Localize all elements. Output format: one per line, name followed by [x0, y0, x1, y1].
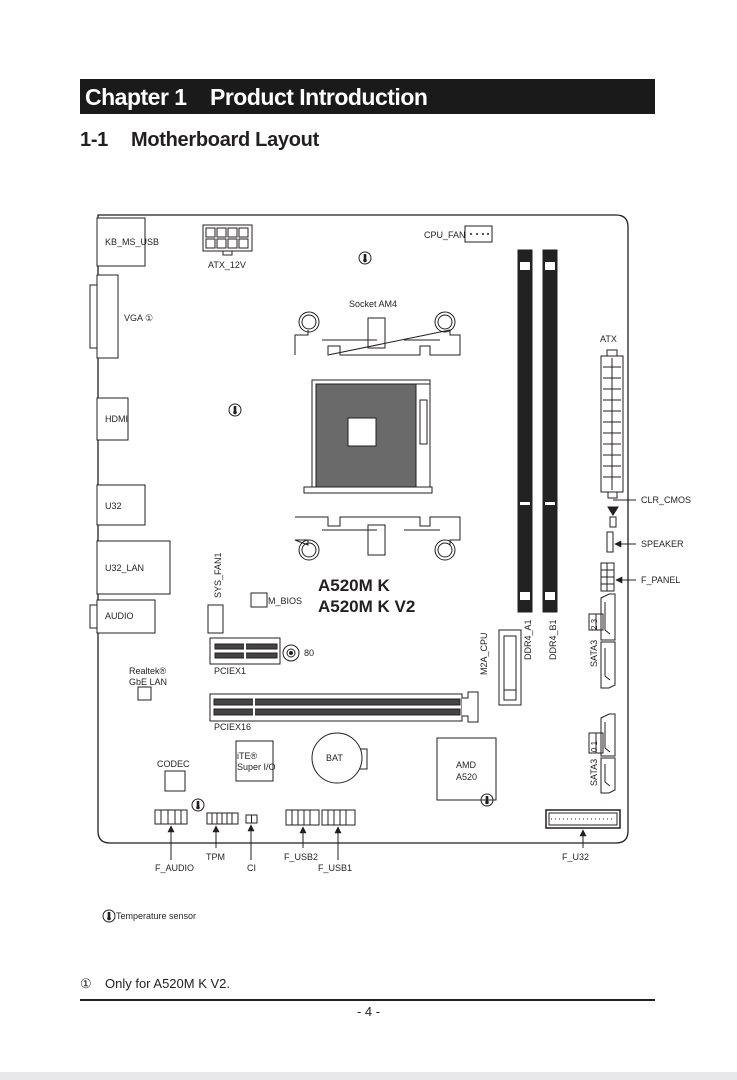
model-name-2: A520M K V2	[318, 597, 415, 616]
audio-label: AUDIO	[105, 611, 134, 621]
pciex16-slot	[209, 691, 479, 723]
u32-port	[96, 484, 146, 526]
chapter-title: Product Introduction	[210, 84, 428, 110]
page-number: - 4 -	[356, 1004, 381, 1019]
socket-retention-top	[294, 311, 461, 356]
atx-12v-connector	[202, 224, 253, 256]
f-audio-label: F_AUDIO	[155, 863, 194, 873]
bat-label: BAT	[326, 753, 343, 763]
cpu-fan-header	[464, 225, 493, 243]
sata3-0-1-ports: 0 1	[590, 740, 599, 752]
tpm-header	[206, 812, 239, 825]
footnote-marker: ①	[80, 976, 92, 991]
temperature-sensor-icon	[358, 251, 372, 265]
pciex1-slot	[209, 637, 281, 665]
ddr4-b1-slot	[542, 249, 558, 613]
sata3-0-1-label: SATA3	[589, 759, 599, 786]
u32-lan-port	[96, 540, 171, 595]
u32-label: U32	[105, 501, 122, 511]
gbe-lan-label: GbE LAN	[129, 677, 167, 687]
u32-lan-label: U32_LAN	[105, 563, 144, 573]
ddr4-b1-label: DDR4_B1	[548, 619, 558, 660]
sata3-2-3-ports: 2 3	[590, 618, 599, 630]
board-outline	[97, 214, 629, 844]
battery	[311, 732, 368, 784]
model-name-1: A520M K	[318, 576, 391, 595]
chapter-number: Chapter 1	[85, 84, 187, 110]
sata3-2-3-label: SATA3	[589, 640, 599, 667]
m2a-cpu-label: M2A_CPU	[479, 632, 489, 675]
hdmi-port	[96, 397, 129, 441]
socket-label: Socket AM4	[349, 299, 397, 309]
ddr4-a1-label: DDR4_A1	[523, 619, 533, 660]
section-number: 1-1	[80, 129, 109, 151]
f-audio-header	[154, 809, 188, 825]
m2a-cpu-slot	[498, 629, 522, 706]
vga-port	[96, 274, 119, 359]
codec-chip	[164, 770, 186, 792]
m-bios-label: M_BIOS	[268, 596, 302, 606]
codec-label: CODEC	[157, 759, 190, 769]
realtek-label: Realtek®	[129, 666, 167, 676]
temperature-sensor-icon	[191, 798, 205, 812]
atx-12v-label: ATX_12V	[208, 260, 246, 270]
f-usb1-header	[321, 809, 356, 826]
ddr4-a1-slot	[517, 249, 533, 613]
speaker-label: SPEAKER	[641, 539, 684, 549]
atx-power-connector	[600, 349, 624, 499]
temperature-sensor-legend: Temperature sensor	[116, 911, 196, 921]
cpu-socket	[303, 379, 433, 494]
cpu-fan-label: CPU_FAN	[424, 230, 466, 240]
a520-label: A520	[456, 772, 477, 782]
socket-retention-bottom	[294, 516, 461, 561]
footnote-text: Only for A520M K V2.	[105, 976, 231, 991]
clr-cmos-jumper	[609, 516, 617, 528]
page-bottom-edge	[0, 1072, 737, 1080]
vga-label: VGA ①	[124, 313, 153, 323]
lan-chip	[137, 686, 152, 701]
sys-fan1-label: SYS_FAN1	[213, 552, 223, 598]
sata3-2-3-connectors	[600, 593, 616, 689]
amd-label: AMD	[456, 760, 477, 770]
hdmi-label: HDMI	[105, 414, 128, 424]
ci-header	[245, 814, 258, 824]
footer-rule	[80, 999, 655, 1001]
f-panel-label: F_PANEL	[641, 575, 680, 585]
audio-port	[96, 599, 156, 634]
atx-label: ATX	[600, 334, 617, 344]
super-io-label: Super I/O	[237, 762, 276, 772]
section-title: Motherboard Layout	[131, 129, 319, 151]
f-u32-label: F_U32	[562, 852, 589, 862]
ci-label: CI	[247, 863, 256, 873]
chapter-header-bar: Chapter 1 Product Introduction	[80, 79, 655, 114]
sata3-0-1-connectors	[600, 713, 616, 794]
temperature-sensor-icon	[228, 403, 242, 417]
f-usb2-header	[285, 809, 320, 826]
f-usb2-label: F_USB2	[284, 852, 318, 862]
clr-cmos-label: CLR_CMOS	[641, 495, 691, 505]
ite-label: iTE®	[237, 751, 258, 761]
port80-label: 80	[304, 648, 314, 658]
kb-ms-usb-label: KB_MS_USB	[105, 237, 159, 247]
sys-fan1-header	[207, 604, 224, 634]
amd-a520-chipset	[436, 737, 497, 801]
temperature-sensor-legend-icon	[102, 909, 116, 923]
pciex1-label: PCIEX1	[214, 666, 246, 676]
f-usb1-label: F_USB1	[318, 863, 352, 873]
ite-super-io-chip	[235, 740, 274, 782]
kb-ms-usb-port	[96, 217, 146, 267]
pciex16-label: PCIEX16	[214, 722, 251, 732]
f-u32-header	[545, 809, 621, 829]
m-bios-chip	[250, 592, 268, 608]
speaker-header	[606, 531, 614, 553]
tpm-label: TPM	[206, 852, 225, 862]
